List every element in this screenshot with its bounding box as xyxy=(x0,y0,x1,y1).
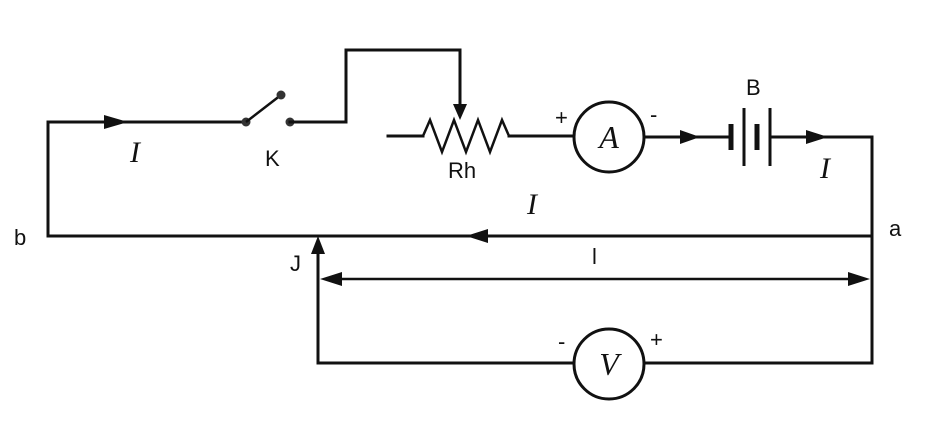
current-arrow-top-left xyxy=(104,115,128,129)
ammeter-minus-sign: - xyxy=(650,102,657,127)
switch-k xyxy=(241,90,295,127)
ammeter-plus-sign: + xyxy=(555,105,568,130)
current-label-right: I xyxy=(819,152,832,185)
battery-b xyxy=(728,108,772,166)
ammeter-symbol: A xyxy=(597,119,619,155)
wire-left-top xyxy=(46,120,247,238)
current-arrow-potentiometer xyxy=(466,229,488,243)
slider-arrow xyxy=(453,104,467,120)
wire-slider xyxy=(288,48,462,124)
battery-label: B xyxy=(746,75,761,100)
voltmeter-plus-sign: + xyxy=(650,327,663,352)
length-dimension xyxy=(320,272,870,286)
node-a-label: a xyxy=(889,216,902,241)
voltmeter xyxy=(572,327,646,401)
node-b-label: b xyxy=(14,225,26,250)
voltmeter-symbol: V xyxy=(599,346,622,382)
rheostat-label: Rh xyxy=(448,158,476,183)
wire-right xyxy=(643,135,874,365)
current-arrow-ammeter xyxy=(680,130,700,144)
current-label-middle: I xyxy=(526,188,539,221)
jockey-label: J xyxy=(290,251,301,276)
switch-label: K xyxy=(265,146,280,171)
voltmeter-minus-sign: - xyxy=(558,329,565,354)
length-label: l xyxy=(592,244,597,269)
rheostat-rh xyxy=(386,116,576,156)
current-label-top-left: I xyxy=(129,136,142,169)
jockey-arrow xyxy=(311,236,325,254)
current-arrow-battery xyxy=(806,130,828,144)
